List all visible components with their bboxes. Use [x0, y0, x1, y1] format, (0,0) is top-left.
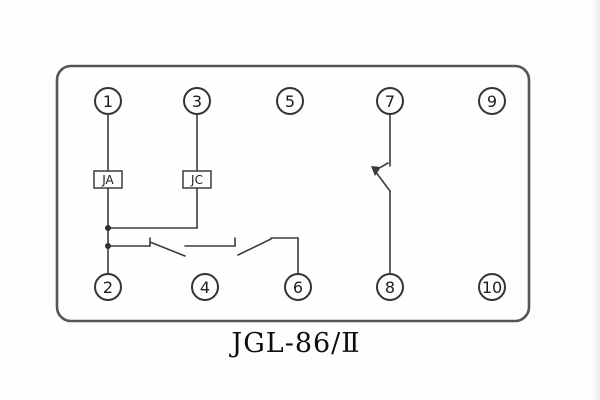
terminal-5-circle: [276, 87, 304, 115]
terminal-2-circle: [94, 273, 122, 301]
terminal-2: 2: [94, 273, 122, 301]
terminal-3-circle: [183, 87, 211, 115]
terminal-7-label: 7: [385, 92, 395, 111]
junction-dot-upper: [105, 225, 111, 231]
wiring: [105, 113, 391, 275]
terminal-5: 5: [276, 87, 304, 115]
terminal-1: 1: [94, 87, 122, 115]
terminal-8-label: 8: [385, 278, 395, 297]
contact-7-8-blade: [374, 170, 391, 192]
terminal-1-label: 1: [103, 92, 113, 111]
terminal-3: 3: [183, 87, 211, 115]
terminal-4-label: 4: [200, 278, 210, 297]
terminal-9-circle: [478, 87, 506, 115]
terminal-4-circle: [191, 273, 219, 301]
terminal-9: 9: [478, 87, 506, 115]
terminal-4: 4: [191, 273, 219, 301]
terminal-3-label: 3: [192, 92, 202, 111]
terminal-6: 6: [284, 273, 312, 301]
terminal-8: 8: [376, 273, 404, 301]
terminal-10-circle: [478, 273, 506, 301]
terminal-10: 10: [478, 273, 506, 301]
terminal-row-bottom: 2 4 6 8 10: [94, 273, 506, 301]
terminal-6-circle: [284, 273, 312, 301]
contact-2-blade: [237, 238, 272, 256]
terminal-1-circle: [94, 87, 122, 115]
terminal-2-label: 2: [103, 278, 113, 297]
contact-1-blade: [149, 241, 186, 257]
contact-hook: [380, 162, 389, 168]
coil-jc: JC: [182, 170, 212, 189]
coil-jc-box: [182, 170, 212, 189]
diagram-title: JGL-86/Ⅱ: [228, 328, 360, 359]
terminal-6-label: 6: [293, 278, 303, 297]
terminal-7: 7: [376, 87, 404, 115]
terminal-9-label: 9: [487, 92, 497, 111]
terminal-row-top: 1 3 5 7 9: [94, 87, 506, 115]
terminal-10-label: 10: [482, 278, 502, 297]
contact-arrowhead-icon: [371, 166, 381, 176]
relay-case-outline: [55, 64, 531, 323]
terminal-7-circle: [376, 87, 404, 115]
coil-ja-box: [93, 170, 123, 189]
terminal-8-circle: [376, 273, 404, 301]
coil-ja: JA: [93, 170, 123, 189]
coil-ja-label: JA: [101, 173, 114, 187]
terminal-5-label: 5: [285, 92, 295, 111]
coil-jc-label: JC: [190, 173, 203, 187]
